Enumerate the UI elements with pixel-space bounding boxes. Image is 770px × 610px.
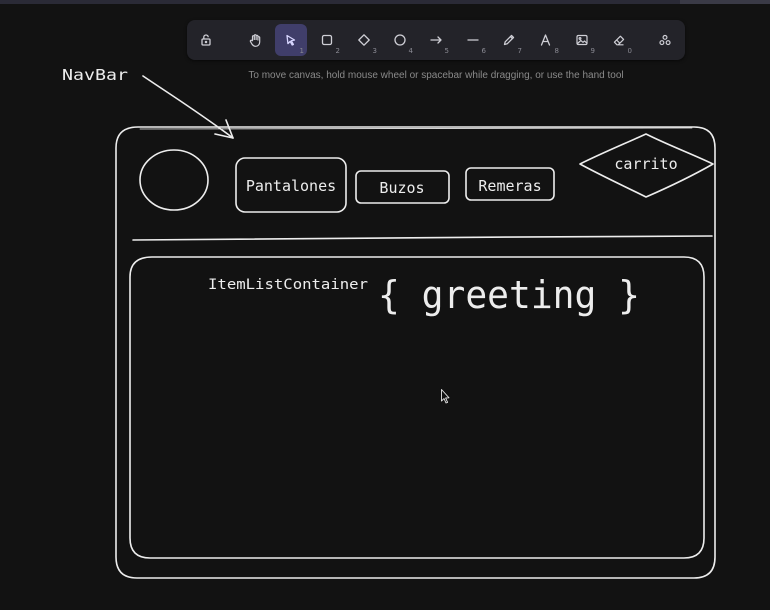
text-tool-button[interactable]: 8 xyxy=(530,24,562,56)
shortcut-key: 6 xyxy=(481,47,486,55)
window-top-strip xyxy=(0,0,770,4)
ellipse-tool-button[interactable]: 4 xyxy=(384,24,416,56)
arrow-icon xyxy=(430,36,442,44)
navbar-label[interactable]: NavBar xyxy=(62,66,128,84)
image-icon xyxy=(576,34,588,46)
rectangle-icon xyxy=(321,34,333,46)
hand-tool-button[interactable] xyxy=(239,24,271,56)
outer-frame[interactable] xyxy=(115,126,716,579)
cart-diamond[interactable] xyxy=(579,133,714,198)
button-label-pantalones[interactable]: Pantalones xyxy=(246,177,336,195)
eraser-tool-button[interactable]: 0 xyxy=(603,24,635,56)
diamond-icon xyxy=(358,34,370,46)
button-label-remeras[interactable]: Remeras xyxy=(478,177,541,195)
shortcut-key: 3 xyxy=(372,47,377,55)
navbar-arrowhead[interactable] xyxy=(214,119,234,139)
selection-tool-button[interactable]: 1 xyxy=(275,24,307,56)
navbar-divider[interactable] xyxy=(132,235,713,241)
pointer-icon xyxy=(286,34,296,46)
shortcut-key: 1 xyxy=(299,47,304,55)
shortcut-key: 5 xyxy=(444,47,449,55)
greeting-label[interactable]: { greeting } xyxy=(378,273,640,317)
cart-label[interactable]: carrito xyxy=(614,155,677,173)
shortcut-key: 7 xyxy=(517,47,522,55)
shortcut-key: 8 xyxy=(554,47,559,55)
canvas-hint: To move canvas, hold mouse wheel or spac… xyxy=(248,70,624,81)
button-label-buzos[interactable]: Buzos xyxy=(379,179,424,197)
mouse-cursor-icon xyxy=(441,389,450,404)
diamond-tool-button[interactable]: 3 xyxy=(348,24,380,56)
logo-circle[interactable] xyxy=(139,149,209,211)
nav-button-pantalones[interactable] xyxy=(235,157,347,213)
lock-tool-button[interactable] xyxy=(190,24,222,56)
navbar-arrow[interactable] xyxy=(142,75,234,139)
shortcut-key: 4 xyxy=(408,47,413,55)
image-tool-button[interactable]: 9 xyxy=(566,24,598,56)
circle-icon xyxy=(394,34,406,46)
shortcut-key: 2 xyxy=(335,47,340,55)
hand-icon xyxy=(249,33,260,47)
lock-icon xyxy=(201,34,211,46)
rectangle-tool-button[interactable]: 2 xyxy=(311,24,343,56)
shortcut-key: 9 xyxy=(590,47,595,55)
item-list-container-box[interactable] xyxy=(129,256,705,559)
shortcut-key: 0 xyxy=(627,47,632,55)
draw-tool-button[interactable]: 7 xyxy=(493,24,525,56)
nav-button-buzos[interactable] xyxy=(355,170,450,204)
more-tools-button[interactable] xyxy=(649,24,681,56)
nav-button-remeras[interactable] xyxy=(465,167,555,201)
shapes-icon xyxy=(659,34,671,46)
container-label[interactable]: ItemListContainer xyxy=(208,277,368,293)
pencil-icon xyxy=(503,34,515,46)
line-tool-button[interactable]: 6 xyxy=(457,24,489,56)
arrow-tool-button[interactable]: 5 xyxy=(420,24,452,56)
text-icon xyxy=(540,34,551,46)
toolbar: 1 2 3 4 5 xyxy=(187,20,685,60)
eraser-icon xyxy=(613,35,625,46)
line-icon xyxy=(467,39,479,41)
